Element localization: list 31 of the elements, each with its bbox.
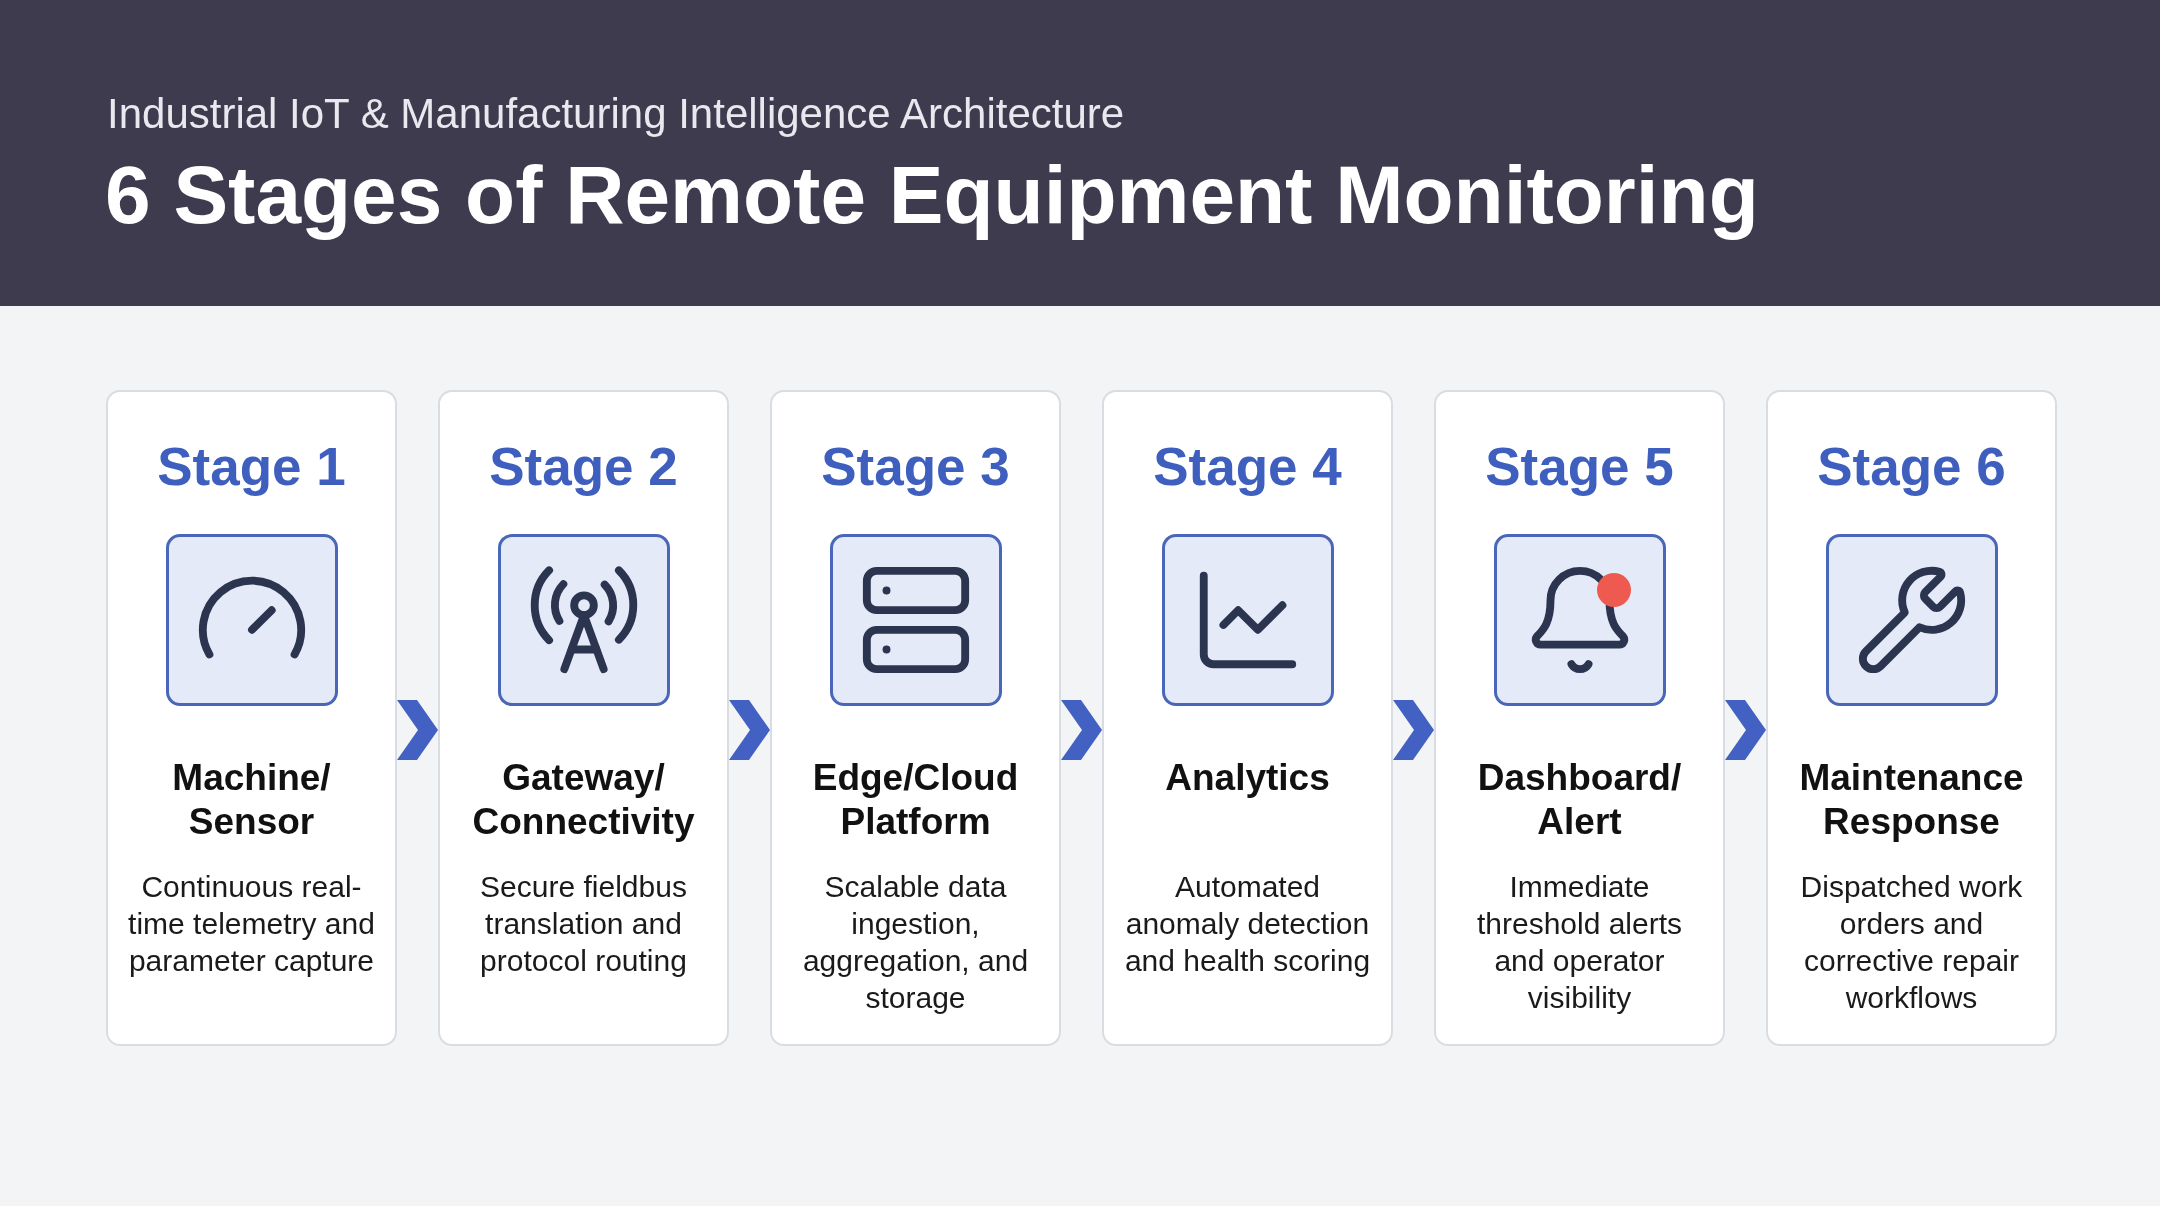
chevron-arrow bbox=[1061, 700, 1102, 760]
stage-description: Automated anomaly detection and health scoring bbox=[1123, 869, 1372, 979]
stage-card bbox=[1434, 390, 1725, 1046]
title: 6 Stages of Remote Equipment Monitoring bbox=[105, 148, 1759, 242]
subtitle: Industrial IoT & Manufacturing Intelligence Architecture bbox=[107, 90, 1125, 138]
stage-card bbox=[106, 390, 397, 1046]
chevron-arrow bbox=[1393, 700, 1434, 760]
stage-name: Dashboard/ Alert bbox=[1476, 756, 1683, 844]
stage-description: Dispatched work orders and corrective repair workflows bbox=[1799, 869, 2024, 1016]
stage-number: Stage 4 bbox=[1153, 436, 1342, 498]
stage-description: Scalable data ingestion, aggregation, and storage bbox=[801, 869, 1030, 1016]
stage-number: Stage 3 bbox=[821, 436, 1010, 498]
stage-name: Analytics bbox=[1164, 756, 1331, 800]
stage-description: Secure fieldbus translation and protocol routing bbox=[479, 869, 688, 979]
stage-number: Stage 2 bbox=[489, 436, 678, 498]
stage-card bbox=[770, 390, 1061, 1046]
chevron-arrow bbox=[397, 700, 438, 760]
stage-number: Stage 5 bbox=[1485, 436, 1674, 498]
stage-name: Machine/ Sensor bbox=[171, 756, 332, 844]
chevron-arrow bbox=[1725, 700, 1766, 760]
stage-card bbox=[438, 390, 729, 1046]
stage-card bbox=[1102, 390, 1393, 1046]
stage-card bbox=[1766, 390, 2057, 1046]
stage-description: Continuous real-time telemetry and parameter capture bbox=[127, 869, 376, 979]
stage-number: Stage 1 bbox=[157, 436, 346, 498]
chevron-arrow bbox=[729, 700, 770, 760]
stage-number: Stage 6 bbox=[1817, 436, 2006, 498]
stage-name: Gateway/ Connectivity bbox=[471, 756, 696, 844]
stage-name: Maintenance Response bbox=[1798, 756, 2025, 844]
stage-name: Edge/Cloud Platform bbox=[811, 756, 1020, 844]
stage-description: Immediate threshold alerts and operator visibility bbox=[1475, 869, 1684, 1016]
